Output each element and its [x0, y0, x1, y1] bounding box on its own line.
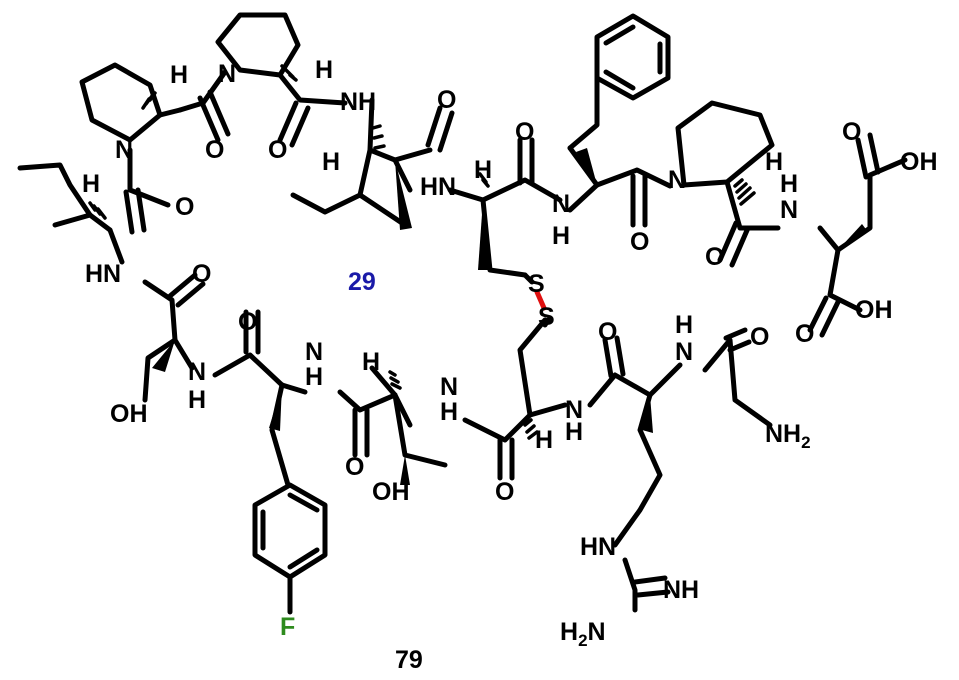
o3-label: O — [437, 86, 456, 114]
ring-label: 29 — [348, 268, 376, 296]
s1-label: S — [528, 270, 545, 298]
o5-label: O — [515, 118, 534, 146]
o1-label: O — [205, 136, 224, 164]
hn1-label: HN — [420, 173, 456, 201]
o4-label: O — [175, 193, 194, 221]
nh4-label: N — [188, 358, 206, 386]
nh10-label: NH — [663, 576, 699, 604]
nh7-h-label: H — [565, 418, 583, 446]
bond-skeleton — [17, 12, 908, 615]
n1-label: N — [218, 60, 236, 88]
nh6-label: N — [440, 373, 458, 401]
fluorophenyl-ring — [252, 482, 328, 580]
hn3-label: HN — [580, 533, 616, 561]
h3-label: H — [322, 148, 340, 176]
o8-label: O — [705, 243, 724, 271]
o2-label: O — [268, 136, 287, 164]
compound-number: 79 — [395, 646, 423, 674]
s2-label: S — [538, 303, 555, 331]
stereo-bonds — [88, 64, 868, 485]
n2-label: N — [115, 136, 133, 164]
o7-label: O — [842, 118, 861, 146]
o13-label: O — [495, 478, 514, 506]
fluorine-label: F — [280, 613, 295, 641]
o14-label: O — [598, 318, 617, 346]
nh8-label: N — [675, 338, 693, 366]
o9-label: O — [795, 320, 814, 348]
o10-label: O — [192, 260, 211, 288]
h4-label: H — [82, 170, 100, 198]
h7-label: H — [362, 348, 380, 376]
n3-label: N — [668, 166, 686, 194]
oh2-label: OH — [855, 296, 893, 324]
nh2-label: N — [552, 190, 570, 218]
proline-ring-right — [675, 100, 775, 188]
nh2-h-label: H — [552, 222, 570, 250]
nh6-h-label: H — [440, 398, 458, 426]
nh2a-label: NH2 — [765, 420, 811, 452]
oh4-label: OH — [372, 478, 410, 506]
nh5-label: N — [305, 338, 323, 366]
nh8-h-label: H — [675, 311, 693, 339]
oh1-label: OH — [900, 148, 938, 176]
nh3-h-label: H — [780, 170, 798, 198]
nh3-label: N — [780, 196, 798, 224]
o11-label: O — [238, 308, 257, 336]
h2n-label: H2N — [560, 618, 606, 650]
o-gly-label: O — [750, 323, 769, 351]
h5-label: H — [474, 156, 492, 184]
proline-ring-top — [215, 12, 301, 78]
nh1-label: NH — [340, 88, 376, 116]
nh4-h-label: H — [188, 386, 206, 414]
h1-label: H — [170, 61, 188, 89]
nh5-h-label: H — [305, 363, 323, 391]
o12-label: O — [345, 453, 364, 481]
atom-labels: H N H NH N O O O H H O HN H O N H N H O … — [82, 56, 938, 674]
o6-label: O — [630, 228, 649, 256]
nh7-label: N — [565, 396, 583, 424]
oh3-label: OH — [110, 400, 148, 428]
h6-label: H — [765, 148, 783, 176]
h8-label: H — [535, 426, 553, 454]
hn2-label: HN — [85, 260, 121, 288]
h2-label: H — [315, 56, 333, 84]
disulfide-bond — [534, 289, 547, 311]
